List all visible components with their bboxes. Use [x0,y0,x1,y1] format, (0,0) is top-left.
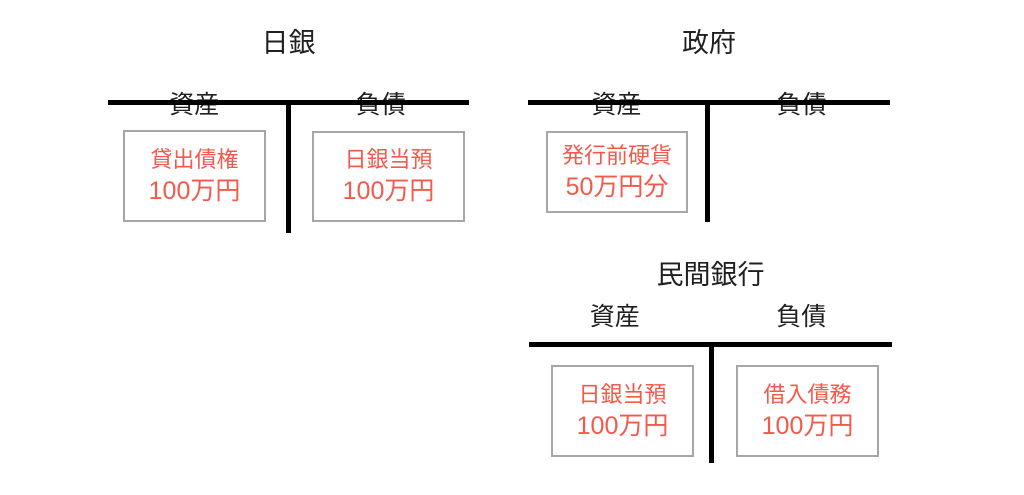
entry-name: 貸出債権 [150,146,239,172]
header-rule [108,100,469,105]
entry-name: 日銀当預 [578,381,667,407]
balance-sheet-private-bank: 民間銀行 資産 負債 日銀当預 100万円 借入債務 100万円 [529,260,892,470]
entry-amount: 100万円 [761,411,854,440]
entry-box-asset: 発行前硬貨 50万円分 [546,131,688,213]
column-headers-government: 資産 負債 [528,90,890,120]
balance-sheet-title-private-bank: 民間銀行 [656,260,765,290]
center-divider [705,105,710,222]
entry-name: 借入債務 [763,381,852,407]
column-headers-private-bank: 資産 負債 [529,302,892,332]
balance-sheet-title-boj: 日銀 [261,28,316,58]
header-rule [528,100,890,105]
center-divider [709,347,714,463]
balance-sheet-government: 政府 資産 負債 発行前硬貨 50万円分 [528,28,890,223]
entry-name: 日銀当預 [344,147,433,172]
column-header-liabilities: 負債 [776,91,827,119]
balance-sheet-boj: 日銀 資産 負債 貸出債権 100万円 日銀当預 100万円 [108,28,469,233]
entry-amount: 50万円分 [565,172,669,201]
center-divider [286,105,291,233]
entry-amount: 100万円 [148,176,241,205]
column-headers-boj: 資産 負債 [108,90,469,120]
header-rule [529,342,892,347]
entry-amount: 100万円 [576,411,669,440]
column-header-assets: 資産 [169,91,220,119]
column-header-assets: 資産 [591,91,642,119]
column-header-liabilities: 負債 [355,91,406,119]
entry-box-asset: 日銀当預 100万円 [551,365,694,457]
entry-name: 発行前硬貨 [561,142,672,168]
entry-box-liability: 借入債務 100万円 [736,365,879,457]
entry-amount: 100万円 [342,177,435,205]
entry-box-asset: 貸出債権 100万円 [123,130,266,222]
column-header-liabilities: 負債 [776,303,827,331]
column-header-assets: 資産 [589,303,640,331]
entry-box-liability: 日銀当預 100万円 [312,131,465,222]
balance-sheet-title-government: 政府 [682,28,736,58]
